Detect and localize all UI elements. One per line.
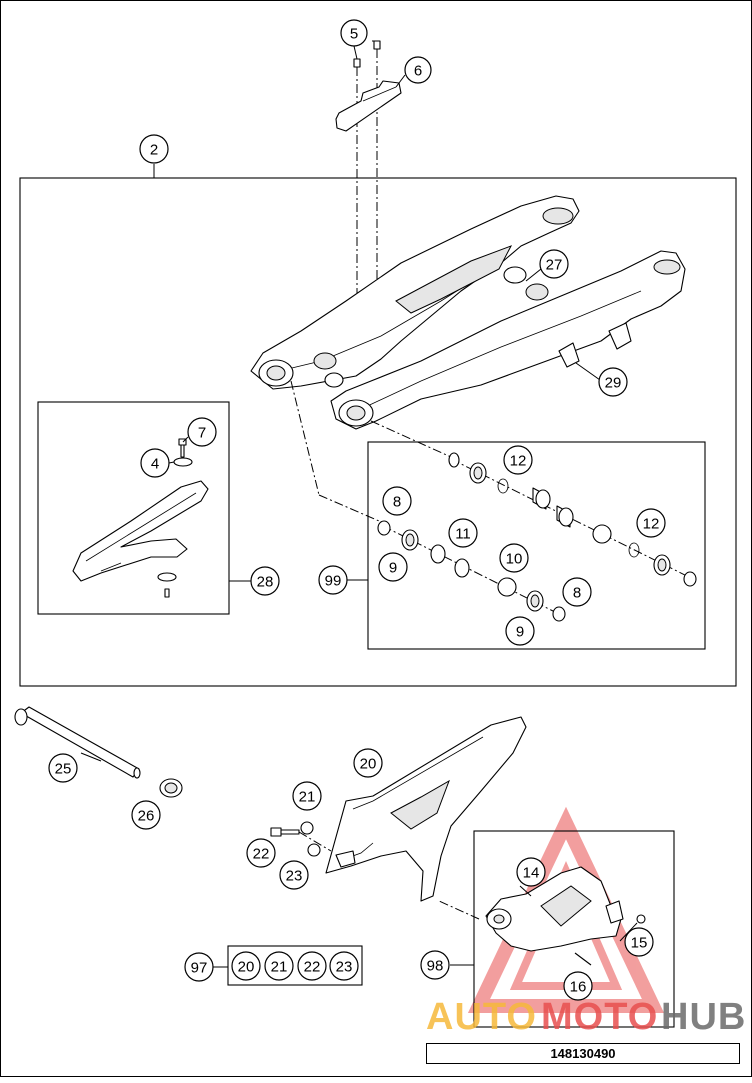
svg-text:29: 29: [605, 375, 622, 392]
swingarm-insert-27: [503, 266, 527, 284]
chain-slider-28: [72, 438, 209, 598]
callout-23: 23: [279, 860, 309, 890]
top-bolts: [353, 40, 381, 296]
svg-text:21: 21: [299, 789, 316, 806]
callout-9-right: 9: [505, 616, 535, 646]
svg-text:8: 8: [393, 494, 401, 511]
callout-29: 29: [598, 367, 628, 397]
svg-text:97: 97: [191, 960, 208, 977]
svg-text:26: 26: [138, 808, 155, 825]
callout-20: 20: [353, 748, 383, 778]
callout-15: 15: [624, 927, 654, 957]
watermark-text-hub: HUB: [661, 996, 746, 1038]
callout-10: 10: [499, 543, 529, 573]
callout-12-top: 12: [503, 445, 533, 475]
svg-text:11: 11: [455, 526, 471, 543]
washer-4-icon: [173, 457, 193, 467]
svg-text:10: 10: [506, 551, 523, 568]
svg-text:28: 28: [257, 574, 274, 591]
svg-text:12: 12: [643, 516, 660, 533]
leader-lines: [80, 40, 638, 968]
callout-8-right: 8: [562, 577, 592, 607]
kit-item-23: 23: [329, 951, 359, 981]
svg-text:2: 2: [150, 142, 158, 159]
svg-text:22: 22: [304, 959, 321, 976]
callout-11: 11: [448, 518, 478, 548]
svg-text:4: 4: [151, 456, 159, 473]
svg-text:15: 15: [631, 935, 648, 952]
svg-text:16: 16: [570, 979, 587, 996]
chain-slider-box: [37, 401, 230, 615]
kit-item-21: 21: [264, 951, 294, 981]
svg-text:12: 12: [510, 453, 527, 470]
swingarm-group-box: [19, 177, 737, 687]
screw-7-icon: [178, 438, 187, 458]
kit-item-22: 22: [297, 951, 327, 981]
kit-97-box: [227, 945, 363, 986]
svg-text:21: 21: [271, 959, 288, 976]
svg-text:20: 20: [238, 959, 255, 976]
chain-slider-piece-6: [335, 80, 402, 132]
callout-5: 5: [340, 19, 368, 47]
callout-8-left: 8: [382, 486, 412, 516]
callout-12-right: 12: [636, 508, 666, 538]
watermark-text: AUTO MOTO HUB: [426, 996, 746, 1038]
chain-guide-box: [473, 830, 675, 1028]
callout-14: 14: [516, 857, 546, 887]
svg-text:22: 22: [253, 846, 270, 863]
svg-text:20: 20: [360, 756, 377, 773]
axle-nut-26: [159, 778, 183, 798]
callout-98: 98: [420, 950, 450, 980]
guard-fasteners: [270, 821, 332, 857]
swingarm-29: [250, 195, 686, 525]
bolt-5-left-icon: [353, 58, 361, 68]
callout-97: 97: [184, 952, 214, 982]
callout-7: 7: [187, 417, 217, 447]
bearing-kit-box: [367, 441, 706, 650]
watermark-text-moto: MOTO: [541, 996, 658, 1038]
screw-15-icon: [636, 914, 646, 924]
callout-25: 25: [48, 753, 78, 783]
slider-plate-icon: [157, 572, 177, 582]
svg-text:98: 98: [427, 958, 444, 975]
svg-text:23: 23: [336, 959, 353, 976]
kit-item-20: 20: [231, 951, 261, 981]
document-number: 148130490: [426, 1043, 740, 1064]
bolt-5-right-icon: [373, 40, 381, 50]
callout-2: 2: [139, 134, 169, 164]
callout-9-left: 9: [378, 552, 408, 582]
callout-21: 21: [292, 781, 322, 811]
callout-27: 27: [539, 249, 569, 279]
svg-text:9: 9: [389, 560, 397, 577]
callouts: 5 6 2 27 29 7 4 28 12 8 11 12 99 9 10 8 …: [48, 19, 666, 1001]
svg-text:8: 8: [573, 585, 581, 602]
swingarm-axle-25: [14, 706, 141, 779]
svg-text:14: 14: [523, 865, 540, 882]
callout-4: 4: [140, 448, 170, 478]
svg-text:6: 6: [414, 63, 422, 80]
svg-text:27: 27: [546, 257, 563, 274]
callout-99: 99: [318, 565, 348, 595]
svg-text:23: 23: [286, 868, 303, 885]
svg-text:5: 5: [350, 26, 358, 43]
chain-guide-14: [438, 866, 646, 966]
bearing-kit-parts: [377, 452, 697, 622]
callout-16: 16: [563, 971, 593, 1001]
callout-26: 26: [131, 800, 161, 830]
slider-screw-icon: [164, 588, 170, 598]
svg-text:99: 99: [325, 573, 342, 590]
svg-text:25: 25: [55, 761, 72, 778]
svg-text:9: 9: [516, 624, 524, 641]
watermark-text-auto: AUTO: [426, 996, 537, 1038]
callout-28: 28: [250, 566, 280, 596]
callout-6: 6: [404, 56, 432, 84]
svg-text:7: 7: [198, 425, 206, 442]
callout-22: 22: [246, 838, 276, 868]
chain-guard-20: [325, 716, 527, 902]
